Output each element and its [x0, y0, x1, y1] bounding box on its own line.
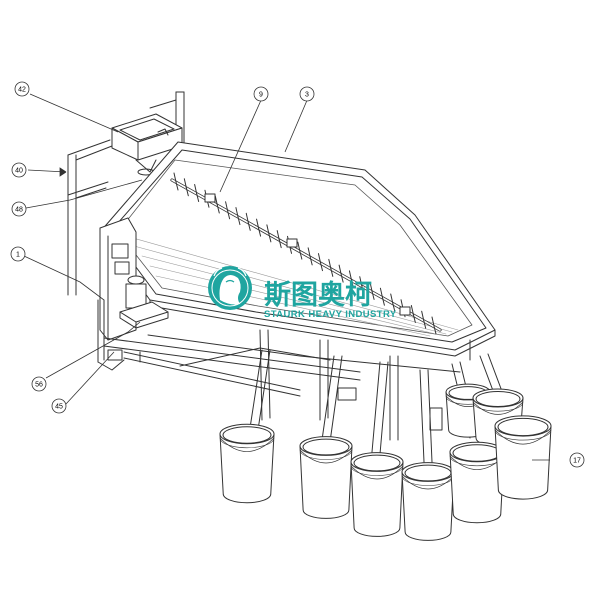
callout-label: 48 [15, 206, 23, 213]
bucket [219, 423, 275, 504]
callout-3: 3 [299, 86, 315, 102]
callout-label: 56 [35, 381, 43, 388]
nozzle-tip [237, 216, 241, 226]
nozzle [390, 293, 394, 304]
nozzle [225, 201, 229, 212]
callout-48: 48 [11, 201, 27, 217]
bucket [401, 462, 455, 541]
nozzle [214, 195, 218, 206]
watermark-cn: 斯图奥柯 [264, 279, 372, 311]
nozzle [266, 224, 270, 235]
nozzle [379, 287, 383, 298]
callout-56: 56 [31, 376, 47, 392]
nozzle [235, 207, 239, 218]
callout-40: 40 [11, 162, 27, 178]
nozzle-tip [278, 239, 282, 249]
nozzle [317, 253, 321, 264]
drive-head [99, 217, 169, 341]
nozzle-tip [340, 273, 344, 283]
nozzle-tip [268, 233, 272, 243]
spray-bar-clamps [204, 193, 411, 316]
collection-buckets [219, 383, 552, 541]
nozzle-tip [196, 193, 200, 203]
nozzle-tip [392, 302, 396, 312]
nozzle-tip [247, 221, 251, 231]
bucket [494, 415, 552, 500]
nozzle-tip [227, 210, 231, 220]
nozzle [276, 230, 280, 241]
nozzle-tip [381, 296, 385, 306]
nozzle [410, 304, 414, 315]
nozzle-tip [433, 325, 437, 335]
callout-9: 9 [253, 86, 269, 102]
spray-nozzles [173, 172, 437, 335]
nozzle [431, 316, 435, 327]
callout-label: 3 [305, 91, 309, 98]
callout-42: 42 [14, 81, 30, 97]
spray-bar [170, 172, 442, 335]
callouts [23, 93, 550, 461]
nozzle-tip [258, 227, 262, 237]
water-tank [111, 113, 183, 176]
callout-labels: 42 9 3 40 48 1 56 45 17 [10, 81, 585, 468]
bucket [449, 441, 505, 524]
nozzle-tip [361, 285, 365, 295]
nozzle-tip [299, 250, 303, 260]
nozzle [194, 184, 198, 195]
nozzle [328, 258, 332, 269]
callout-45: 45 [51, 398, 67, 414]
nozzle-tip [330, 267, 334, 277]
nozzle-tip [412, 313, 416, 323]
callout-17: 17 [569, 452, 585, 468]
nozzle-tip [216, 204, 220, 214]
nozzle-tip [350, 279, 354, 289]
nozzle [307, 247, 311, 258]
callout-label: 40 [15, 167, 23, 174]
nozzle [369, 281, 373, 292]
nozzle [348, 270, 352, 281]
nozzle [421, 310, 425, 321]
nozzle-tip [371, 290, 375, 300]
nozzle [256, 218, 260, 229]
bucket [350, 452, 404, 537]
callout-label: 1 [16, 251, 20, 258]
lion-logo-icon [208, 266, 252, 310]
callout-label: 17 [573, 457, 581, 464]
callout-label: 9 [259, 91, 263, 98]
nozzle-tip [319, 262, 323, 272]
nozzle [173, 172, 177, 183]
nozzle [245, 212, 249, 223]
nozzle [183, 178, 187, 189]
nozzle [359, 276, 363, 287]
tank-support-frame [67, 91, 185, 296]
bucket [299, 436, 353, 519]
nozzle [338, 264, 342, 275]
nozzle-tip [175, 181, 179, 191]
callout-1: 1 [10, 246, 26, 262]
callout-label: 42 [18, 86, 26, 93]
company-watermark: 斯图奥柯 STAURK HEAVY INDUSTRY [208, 266, 397, 320]
callout-label: 45 [55, 403, 63, 410]
nozzle-tip [423, 319, 427, 329]
watermark-en: STAURK HEAVY INDUSTRY [264, 309, 397, 320]
nozzle [297, 241, 301, 252]
nozzle-tip [309, 256, 313, 266]
nozzle-tip [185, 187, 189, 197]
